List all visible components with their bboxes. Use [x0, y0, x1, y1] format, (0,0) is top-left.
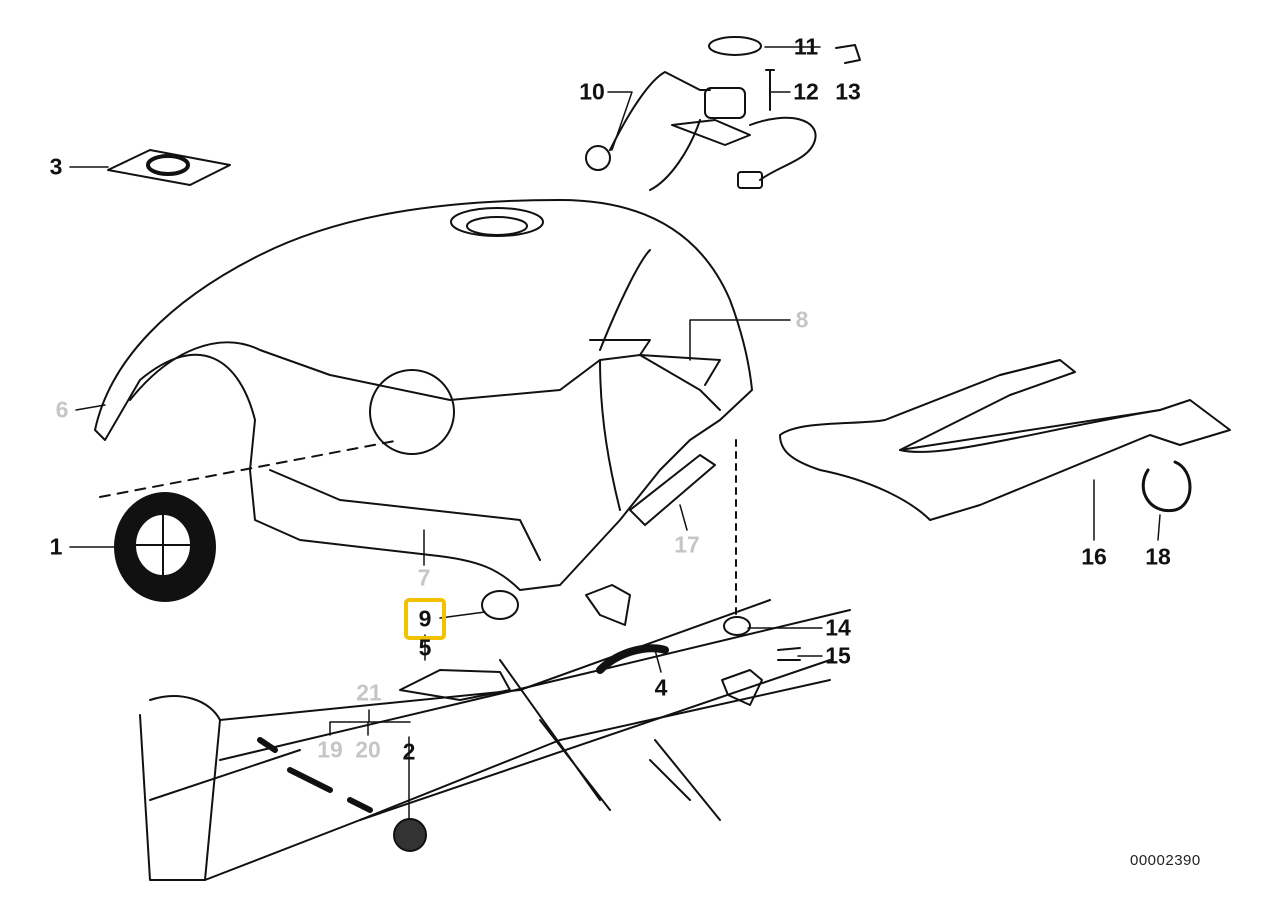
- callout-7[interactable]: 7: [417, 564, 431, 591]
- rubber-strip: [596, 644, 669, 674]
- dashed-guide-line: [99, 439, 401, 498]
- selected-callout-highlight: [404, 598, 446, 640]
- callout-13[interactable]: 13: [835, 78, 861, 105]
- callout-10[interactable]: 10: [579, 78, 605, 105]
- leader-lines: [69, 46, 1161, 819]
- holder: [585, 584, 631, 626]
- frame: [139, 599, 851, 881]
- fuel-tank: [94, 199, 753, 591]
- rear-bracket: [779, 359, 1231, 521]
- rubber-buffer: [723, 616, 751, 636]
- holder: [721, 669, 763, 706]
- callout-21[interactable]: 21: [356, 679, 382, 706]
- screw: [765, 69, 775, 111]
- pins: [257, 737, 373, 813]
- rubber-strip: [629, 454, 716, 526]
- rubber-grommet: [481, 590, 519, 620]
- fuel-sender-unit: [585, 71, 817, 191]
- callout-20[interactable]: 20: [355, 736, 381, 763]
- badge-emblem: [114, 492, 216, 602]
- callout-2[interactable]: 2: [402, 738, 416, 765]
- catalog-number: 00002390: [1130, 852, 1201, 869]
- circlip: [1141, 460, 1192, 513]
- callout-6[interactable]: 6: [55, 396, 69, 423]
- callout-15[interactable]: 15: [825, 642, 851, 669]
- callout-16[interactable]: 16: [1081, 543, 1107, 570]
- callout-12[interactable]: 12: [793, 78, 819, 105]
- knurled-nut: [393, 818, 427, 852]
- callout-8[interactable]: 8: [795, 306, 809, 333]
- callout-4[interactable]: 4: [654, 674, 668, 701]
- callout-9-selected[interactable]: 9: [418, 605, 432, 632]
- callout-17[interactable]: 17: [674, 531, 700, 558]
- callout-1[interactable]: 1: [49, 533, 63, 560]
- callout-11[interactable]: 11: [793, 33, 819, 60]
- callout-3[interactable]: 3: [49, 153, 63, 180]
- callout-19[interactable]: 19: [317, 736, 343, 763]
- gasket-ring: [708, 36, 762, 56]
- clip: [777, 647, 801, 661]
- callout-18[interactable]: 18: [1145, 543, 1171, 570]
- callout-14[interactable]: 14: [825, 614, 851, 641]
- clip: [835, 44, 861, 64]
- callout-5[interactable]: 5: [418, 634, 432, 661]
- rubber-pad: [107, 149, 231, 186]
